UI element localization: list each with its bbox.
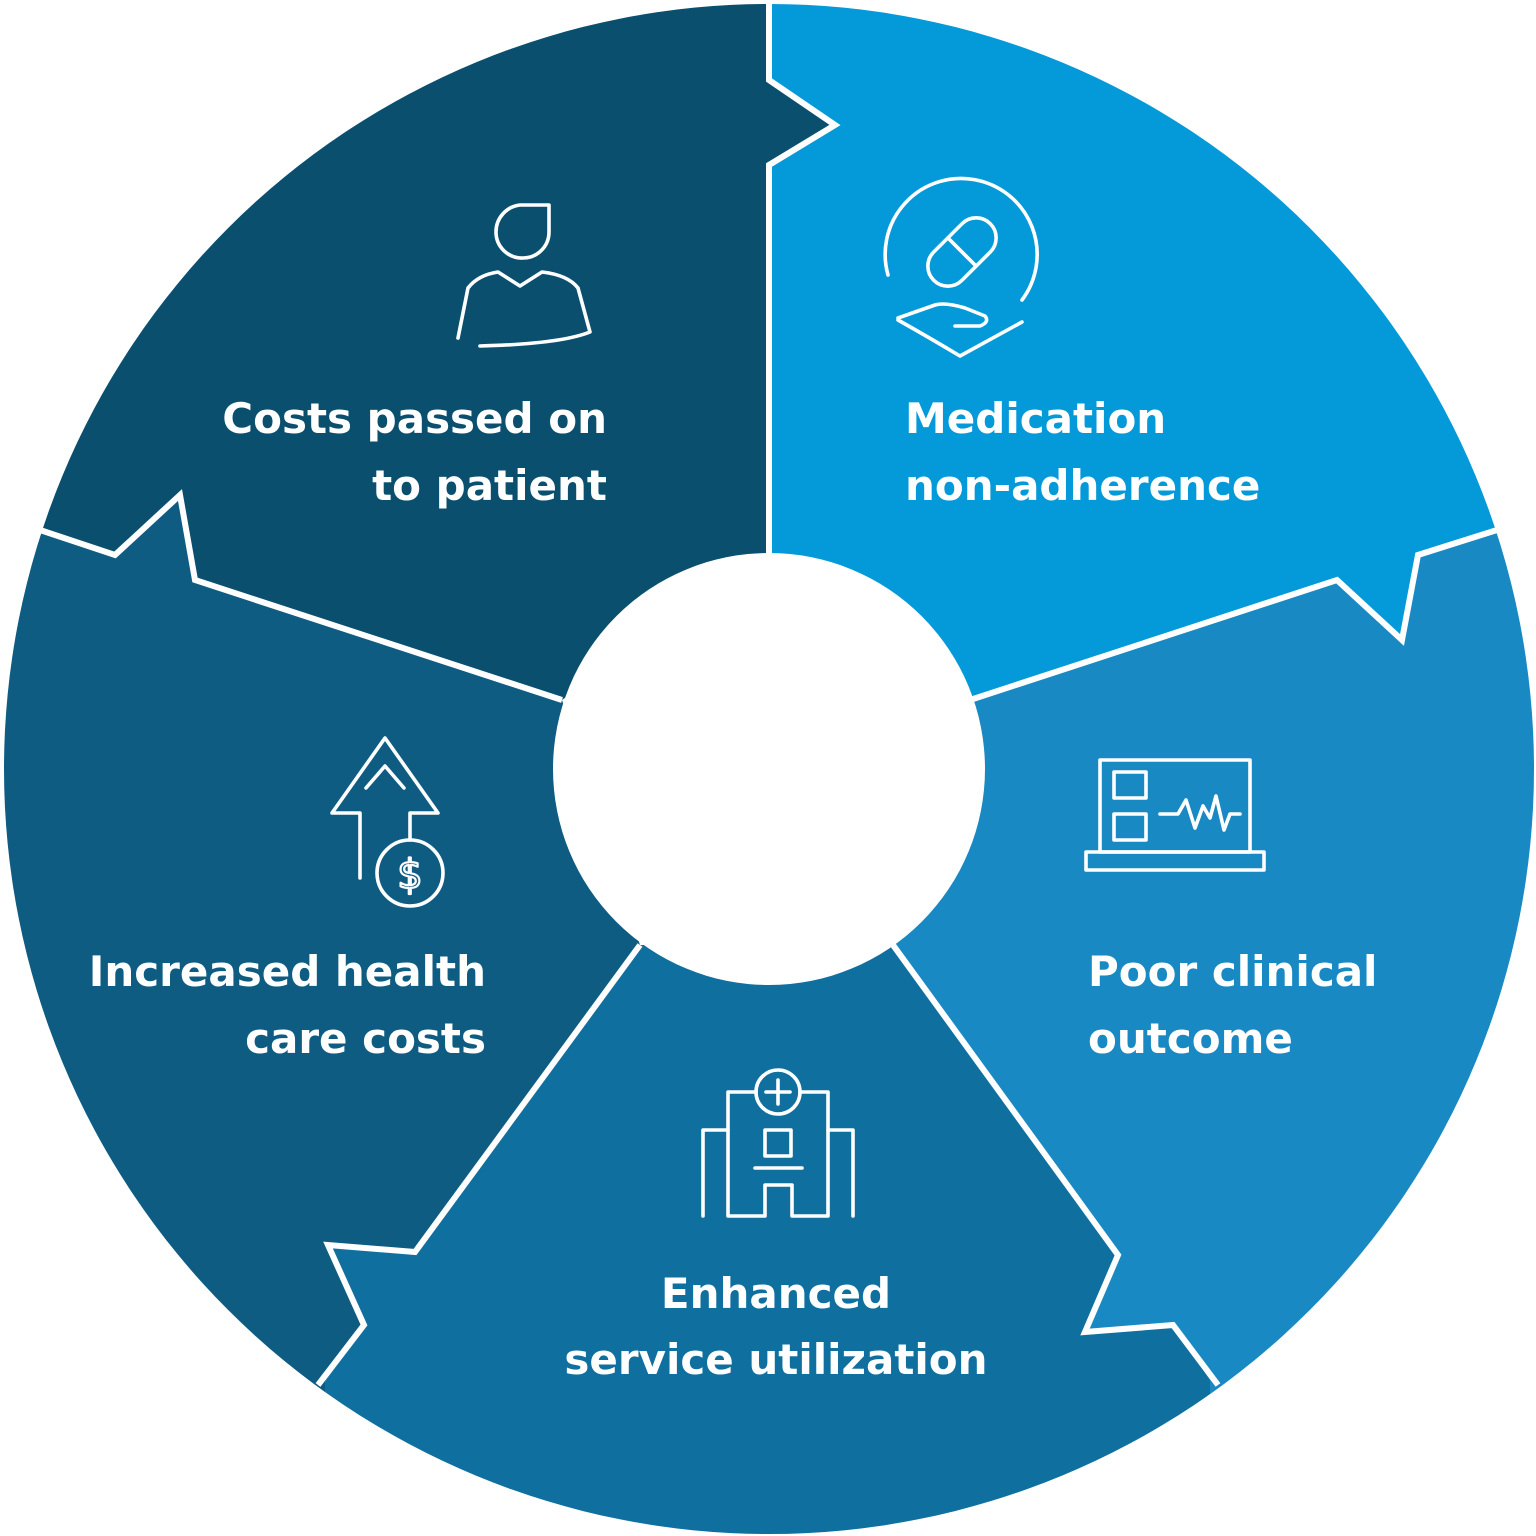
patient-icon [456, 203, 592, 348]
segment-utilization[interactable] [325, 945, 1210, 1536]
pill-in-hand-icon [883, 176, 1039, 358]
label-costs-patient-line2: to patient [372, 461, 607, 510]
label-clinical: Poor clinical outcome [1088, 947, 1377, 1063]
center-circle [553, 553, 985, 985]
rising-cost-icon: $ [330, 736, 445, 908]
label-medication-line2: non-adherence [905, 461, 1260, 510]
label-costs-patient: Costs passed on to patient [222, 394, 607, 510]
label-clinical-line1: Poor clinical [1088, 947, 1377, 996]
monitor-heartbeat-icon [1084, 758, 1266, 872]
label-medication: Medication non-adherence [905, 394, 1260, 510]
label-utilization-line1: Enhanced [661, 1269, 891, 1318]
label-health-costs-line1: Increased health [89, 947, 486, 996]
divider-right [969, 527, 1498, 703]
divider-left [39, 489, 563, 703]
label-health-costs: Increased health care costs [89, 947, 486, 1063]
label-clinical-line2: outcome [1088, 1014, 1293, 1063]
label-medication-line1: Medication [905, 394, 1166, 443]
label-health-costs-line2: care costs [245, 1014, 486, 1063]
hospital-icon [701, 1068, 855, 1218]
dividers [39, 0, 1498, 1387]
label-utilization: Enhanced service utilization [564, 1269, 987, 1384]
divider-bottom-left [315, 943, 643, 1387]
divider-bottom-right [890, 943, 1221, 1387]
label-utilization-line2: service utilization [564, 1335, 987, 1384]
label-costs-patient-line1: Costs passed on [222, 394, 607, 443]
divider-top [766, 0, 841, 555]
svg-text:$: $ [397, 852, 422, 898]
